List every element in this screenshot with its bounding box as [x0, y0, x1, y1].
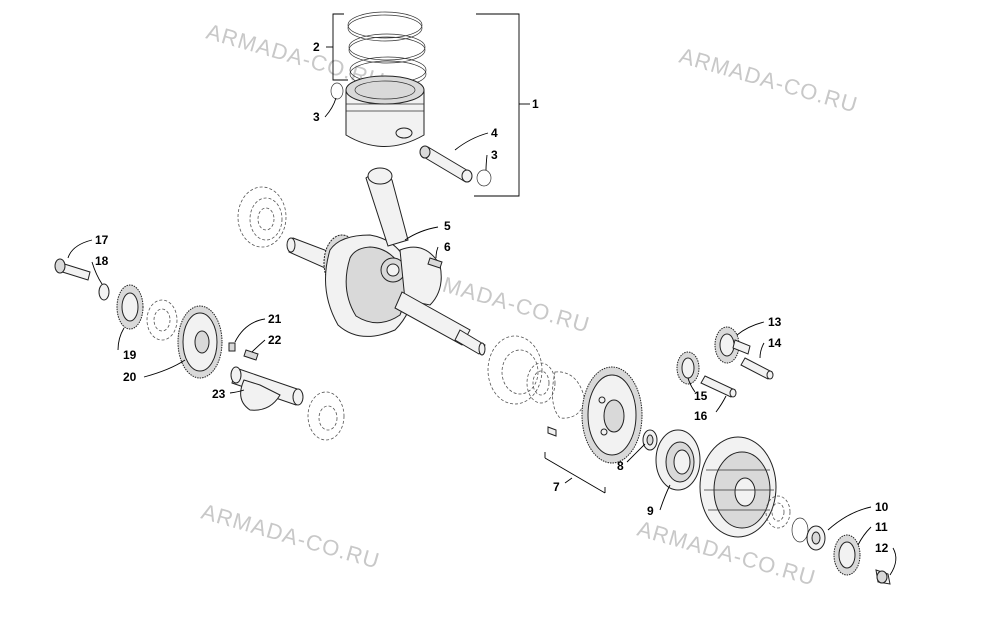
callout-20: 20: [123, 370, 137, 384]
piston: [345, 75, 425, 147]
shaft-16: [700, 375, 737, 398]
watermark-top-right: ARMADA-CO.RU: [677, 43, 861, 118]
one-way-clutch: [655, 429, 701, 491]
nut-12: [875, 569, 891, 585]
callout-10: 10: [875, 500, 889, 514]
callout-2: 2: [313, 40, 320, 54]
woodruff-key: [427, 257, 443, 269]
callout-6: 6: [444, 240, 451, 254]
bearing-dashed-center: [487, 335, 586, 419]
gear-11: [833, 534, 861, 576]
piston-pin: [419, 145, 473, 183]
gear-19: [116, 284, 144, 330]
flywheel: [699, 436, 777, 538]
piston-pin-clip-left: [330, 82, 344, 100]
bearing-dashed-balancer: [146, 299, 178, 341]
callout-12: 12: [875, 541, 889, 555]
bearing-8: [642, 429, 658, 451]
callout-7: 7: [553, 480, 560, 494]
piston-rings: [347, 11, 427, 88]
callout-4: 4: [491, 126, 498, 140]
washer-18: [98, 283, 110, 301]
bolt-small: [547, 426, 557, 437]
callout-9: 9: [647, 504, 654, 518]
callout-13: 13: [768, 315, 782, 329]
callout-1: 1: [532, 97, 539, 111]
crankshaft: [237, 167, 486, 356]
callout-19: 19: [123, 348, 137, 362]
callout-22: 22: [268, 333, 282, 347]
callout-3-left: 3: [313, 110, 320, 124]
bracket-7: [544, 457, 606, 494]
drive-gear: [581, 366, 643, 464]
callout-14: 14: [768, 336, 782, 350]
balancer-gear-20: [177, 305, 223, 379]
callout-23: 23: [212, 387, 226, 401]
callout-15: 15: [694, 389, 708, 403]
bolt-17: [54, 258, 91, 281]
shaft-14: [740, 357, 774, 380]
callout-5: 5: [444, 219, 451, 233]
balancer-shaft: [230, 366, 304, 411]
bracket-1: [474, 13, 520, 197]
snap-ring: [791, 517, 809, 543]
callout-21: 21: [268, 312, 282, 326]
callout-8: 8: [617, 459, 624, 473]
callout-3-right: 3: [491, 148, 498, 162]
callout-17: 17: [95, 233, 109, 247]
key-21: [228, 342, 236, 352]
idler-gear-15: [676, 351, 700, 385]
callout-16: 16: [694, 409, 708, 423]
bearing-dashed-balancer-right: [307, 391, 345, 441]
idler-gear-13: [714, 326, 751, 364]
callout-11: 11: [875, 520, 888, 534]
watermark-bottom-left: ARMADA-CO.RU: [199, 499, 383, 574]
spacer-10: [806, 525, 826, 551]
bearing-flywheel: [765, 495, 791, 529]
piston-pin-clip-right: [476, 169, 492, 187]
key-22: [243, 349, 259, 361]
callout-18: 18: [95, 254, 109, 268]
